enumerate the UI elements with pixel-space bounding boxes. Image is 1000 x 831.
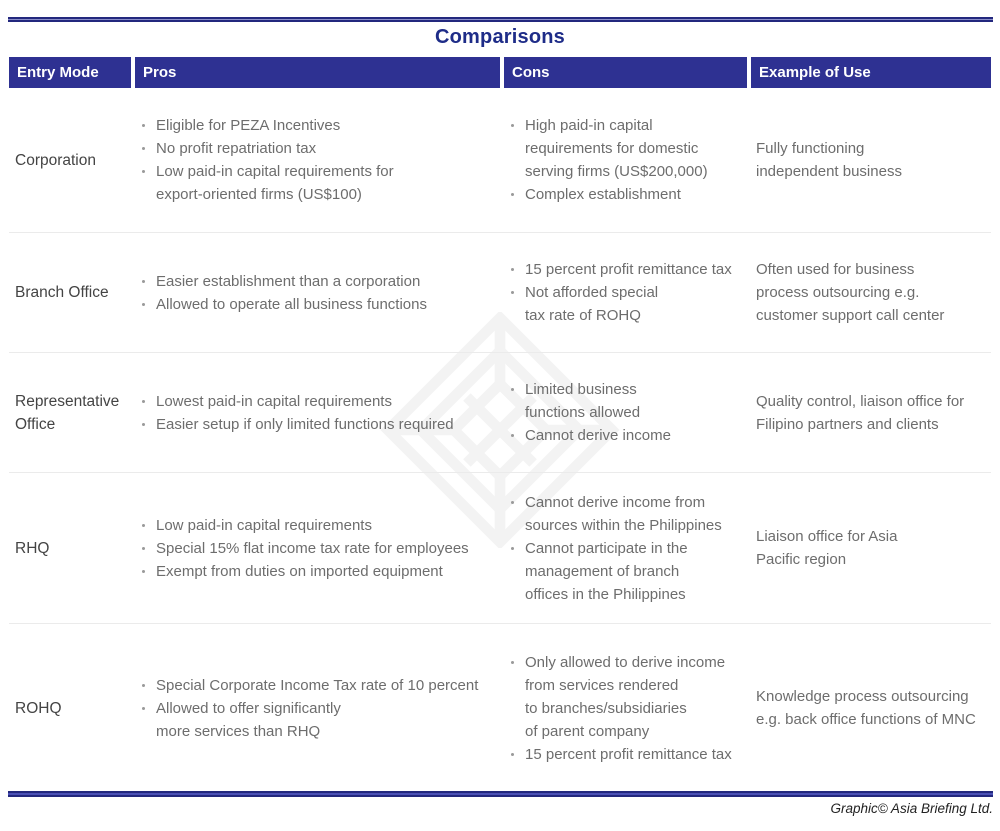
pros-list: Low paid-in capital requirements Special… [135,514,500,583]
table-header-row: Entry Mode Pros Cons Example of Use [9,57,991,88]
pros-item: Exempt from duties on imported equipment [135,560,500,583]
table-row-corporation: Corporation Eligible for PEZA Incentives… [9,88,991,233]
cons-item: Limited business functions allowed [504,378,747,424]
example-of-use: Liaison office for Asia Pacific region [756,528,898,568]
pros-item: Allowed to offer significantly more serv… [135,697,500,743]
example-of-use: Quality control, liaison office for Fili… [756,392,965,433]
example-of-use: Knowledge process outsourcing e.g. back … [756,688,976,728]
cons-item: Cannot derive income from sources within… [504,491,747,537]
pros-item: Special Corporate Income Tax rate of 10 … [135,674,500,697]
table-row-branch-office: Branch Office Easier establishment than … [9,233,991,353]
table-row-rohq: ROHQ Special Corporate Income Tax rate o… [9,624,991,792]
cons-list: Only allowed to derive income from servi… [504,651,747,766]
pros-item: Low paid-in capital requirements [135,514,500,537]
column-header-cons: Cons [504,57,747,88]
table-row-representative-office: Representative Office Lowest paid-in cap… [9,353,991,473]
column-header-entry-mode: Entry Mode [9,57,131,88]
entry-mode-label: ROHQ [15,699,62,717]
pros-list: Special Corporate Income Tax rate of 10 … [135,674,500,743]
table-row-rhq: RHQ Low paid-in capital requirements Spe… [9,473,991,624]
cons-item: Complex establishment [504,183,747,206]
comparison-table: Entry Mode Pros Cons Example of Use Corp… [9,57,991,792]
pros-list: Easier establishment than a corporation … [135,270,500,316]
cons-item: 15 percent profit remittance tax [504,258,747,281]
bottom-divider [8,791,993,797]
cons-item: Cannot participate in the management of … [504,537,747,606]
pros-item: Allowed to operate all business function… [135,293,500,316]
cons-item: Cannot derive income [504,424,747,447]
pros-item: Eligible for PEZA Incentives [135,114,500,137]
pros-item: Lowest paid-in capital requirements [135,390,500,413]
pros-item: No profit repatriation tax [135,137,500,160]
pros-item: Easier setup if only limited functions r… [135,413,500,436]
example-of-use: Often used for business process outsourc… [756,261,945,324]
asia-briefing-logo-watermark-icon [380,312,620,548]
top-divider [8,17,993,22]
pros-list: Lowest paid-in capital requirements Easi… [135,390,500,436]
cons-item: Only allowed to derive income from servi… [504,651,747,743]
cons-list: High paid-in capital requirements for do… [504,114,747,206]
column-header-pros: Pros [135,57,500,88]
cons-list: Limited business functions allowed Canno… [504,378,747,447]
cons-list: Cannot derive income from sources within… [504,491,747,606]
entry-mode-label: Branch Office [15,284,109,301]
table-body: Corporation Eligible for PEZA Incentives… [9,88,991,792]
cons-list: 15 percent profit remittance tax Not aff… [504,258,747,327]
page-title: Comparisons [434,26,565,48]
pros-list: Eligible for PEZA Incentives No profit r… [135,114,500,206]
example-of-use: Fully functioning independent business [756,140,902,180]
pros-item: Low paid-in capital requirements for exp… [135,160,500,206]
entry-mode-label: Corporation [15,151,96,169]
pros-item: Special 15% flat income tax rate for emp… [135,537,500,560]
cons-item: High paid-in capital requirements for do… [504,114,747,183]
graphic-credit: Graphic© Asia Briefing Ltd. [830,801,993,816]
entry-mode-label: RHQ [15,539,50,557]
column-header-example: Example of Use [751,57,991,88]
cons-item: 15 percent profit remittance tax [504,743,747,766]
cons-item: Not afforded special tax rate of ROHQ [504,281,747,327]
entry-mode-label: Representative Office [15,392,120,433]
pros-item: Easier establishment than a corporation [135,270,500,293]
